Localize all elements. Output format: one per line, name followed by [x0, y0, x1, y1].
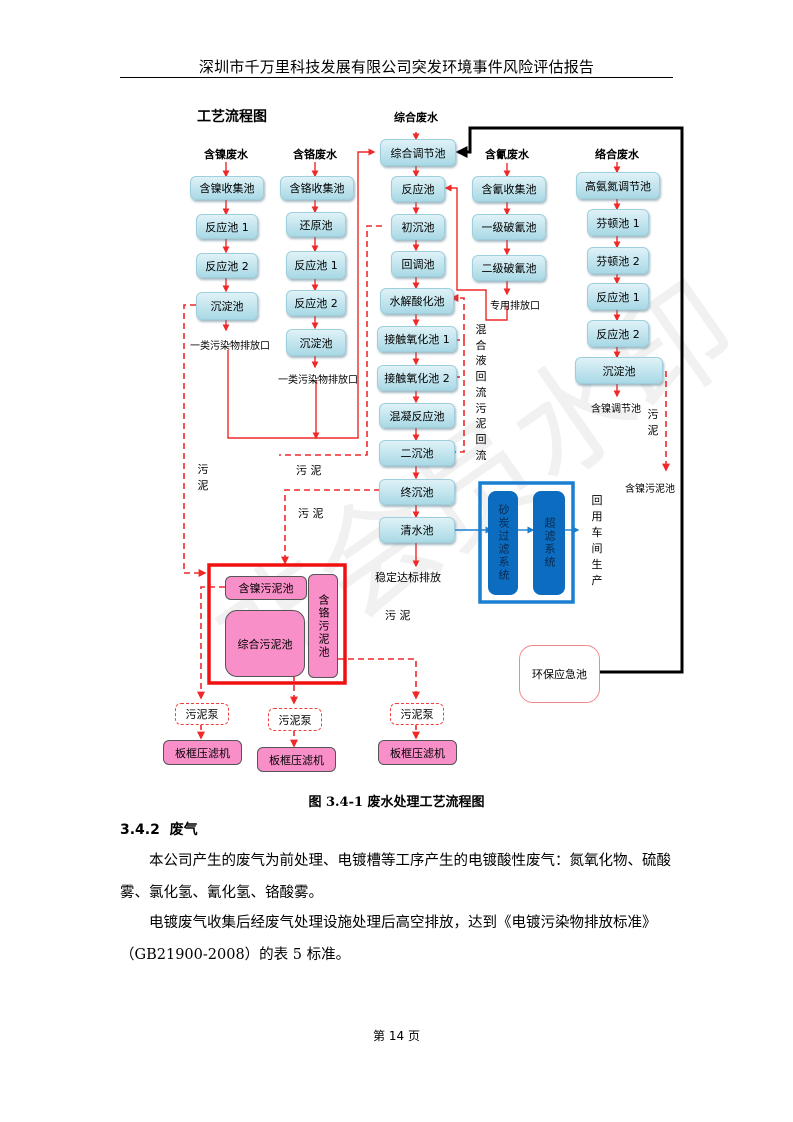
pump-feed-line [197, 586, 225, 700]
chromium-sludge-pool: 含铬污泥池 [308, 574, 338, 678]
cyanide-return-line [444, 184, 508, 321]
fenton-pool-1: 芬顿池 1 [587, 209, 649, 236]
emergency-pool: 环保应急池 [519, 645, 600, 703]
chromium-collection-pool: 含铬收集池 [280, 176, 354, 200]
cyanide-break-pool-2: 二级破氰池 [472, 255, 546, 281]
chromium-sedimentation-pool: 沉淀池 [286, 329, 346, 356]
secondary-settling-pool: 二沉池 [379, 440, 455, 466]
nickel-sludge-pool: 含镍污泥池 [225, 576, 307, 600]
sludge-frame [207, 563, 347, 685]
source-nickel: 含镍废水 [204, 148, 248, 161]
coagulation-pool: 混凝反应池 [379, 403, 455, 428]
sludge-label: 污泥 [197, 463, 209, 492]
section-heading: 3.4.2 废气 [120, 819, 198, 839]
cyanide-break-pool-1: 一级破氰池 [472, 214, 546, 240]
cyanide-outlet-label: 专用排放口 [490, 301, 540, 312]
complex-reaction-pool-2: 反应池 2 [587, 320, 649, 347]
ultrafiltration-system: 超滤系统 [533, 491, 565, 595]
ammonia-adjust-pool: 高氨氮调节池 [576, 172, 660, 199]
sludge-label: 污 泥 [298, 507, 324, 520]
source-combined: 综合废水 [394, 111, 438, 124]
nickel-sedimentation-pool: 沉淀池 [196, 292, 258, 320]
source-chromium: 含铬废水 [293, 148, 337, 161]
chromium-outlet-label: 一类污染物排放口 [278, 375, 358, 386]
filter-press: 板框压滤机 [257, 747, 336, 772]
reflux-return-line [450, 294, 465, 340]
reaction-pool: 反应池 [391, 176, 445, 202]
nickel-sludge-line [183, 304, 207, 577]
outlet-merge-line [227, 148, 376, 439]
contact-oxidation-pool-2: 接触氧化池 2 [377, 365, 457, 391]
combined-adjust-pool: 综合调节池 [380, 139, 456, 166]
section-number: 3.4.2 [120, 822, 160, 838]
complex-reaction-pool-1: 反应池 1 [587, 283, 649, 310]
clear-water-pool: 清水池 [379, 517, 455, 543]
complex-sludge-label: 污泥 [647, 408, 659, 437]
paragraph: 电镀废气收集后经废气处理设施处理后高空排放，达到《电镀污染物排放标准》（GB21… [120, 915, 657, 963]
figure-caption: 图 3.4-1 废水处理工艺流程图 [308, 795, 485, 810]
header-divider [120, 77, 673, 78]
contact-oxidation-pool-1: 接触氧化池 1 [377, 326, 457, 352]
nickel-reaction-pool-2: 反应池 2 [196, 253, 258, 278]
filter-press: 板框压滤机 [378, 740, 457, 765]
fenton-pool-2: 芬顿池 2 [587, 247, 649, 274]
document-header-title: 深圳市千万里科技发展有限公司突发环境事件风险评估报告 [198, 58, 595, 76]
sludge-pump: 污泥泵 [268, 708, 322, 731]
sludge-pump: 污泥泵 [390, 703, 444, 725]
nickel-reaction-pool-1: 反应池 1 [196, 214, 258, 239]
source-complex: 络合废水 [595, 148, 639, 161]
final-sludge-line [281, 489, 380, 565]
ultrafiltration-label: 超滤系统 [543, 517, 556, 569]
complex-outlet-label: 含镍调节池 [591, 404, 641, 415]
page-number: 第 14 页 [373, 1029, 420, 1043]
sludge-label: 污 泥 [385, 609, 411, 622]
combined-sludge-pool: 综合污泥池 [225, 610, 305, 677]
sludge-label: 污 泥 [296, 464, 322, 477]
wastewater-flow-diagram: 非会员水印 [163, 109, 762, 772]
reuse-frame [478, 481, 575, 604]
nickel-outlet-label: 一类污染物排放口 [190, 341, 270, 352]
reuse-target-label: 回用车间生产 [591, 494, 603, 587]
cyanide-collection-pool: 含氰收集池 [472, 176, 546, 202]
reflux-label: 混合液回流污泥回流 [475, 323, 487, 462]
emergency-return-line [455, 126, 684, 674]
primary-settling-pool: 初沉池 [391, 214, 445, 240]
complex-sedimentation-pool: 沉淀池 [575, 357, 663, 384]
flow-connectors [183, 126, 684, 748]
hydrolysis-pool: 水解酸化池 [380, 288, 454, 314]
discharge-label: 稳定达标排放 [375, 571, 441, 584]
nickel-sludge-target-label: 含镍污泥池 [625, 484, 675, 495]
chromium-reaction-pool-1: 反应池 1 [286, 251, 346, 279]
filter-press: 板框压滤机 [163, 740, 242, 765]
source-cyanide: 含氰废水 [485, 148, 529, 161]
sand-carbon-filter: 砂炭过滤系统 [488, 491, 518, 595]
readjust-pool: 回调池 [391, 251, 445, 277]
sludge-pump: 污泥泵 [175, 703, 229, 725]
chromium-reaction-pool-2: 反应池 2 [286, 290, 346, 316]
pump-feed-line [338, 658, 420, 700]
final-settling-pool: 终沉池 [379, 479, 455, 505]
paragraph: 本公司产生的废气为前处理、电镀槽等工序产生的电镀酸性废气：氮氧化物、硫酸雾、氯化… [120, 853, 671, 901]
sand-carbon-filter-label: 砂炭过滤系统 [497, 504, 510, 582]
chromium-sludge-pool-label: 含铬污泥池 [317, 593, 330, 659]
reflux-line [454, 339, 465, 453]
section-title: 废气 [169, 822, 198, 838]
nickel-collection-pool: 含镍收集池 [190, 176, 264, 200]
diagram-title: 工艺流程图 [197, 109, 267, 125]
reduction-pool: 还原池 [286, 212, 346, 237]
